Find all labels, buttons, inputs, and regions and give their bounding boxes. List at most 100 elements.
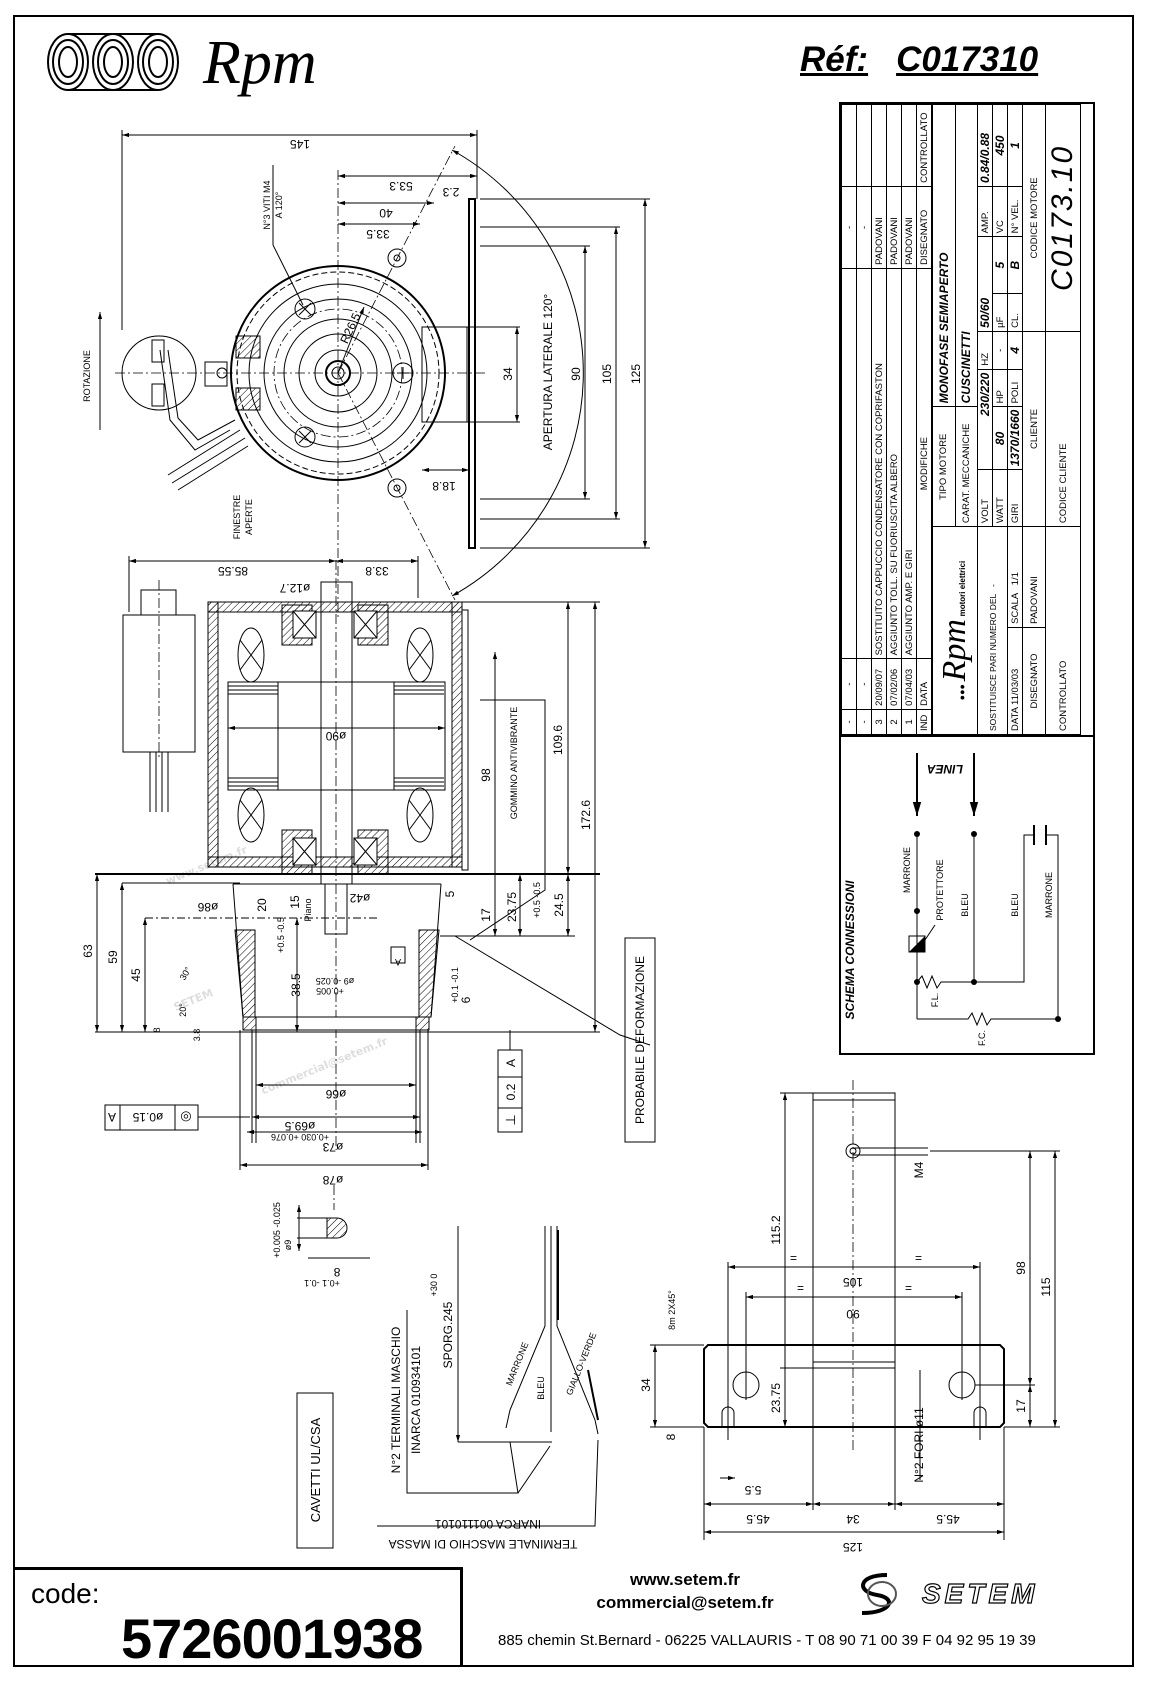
protector-label: PROTETTORE [935, 859, 945, 920]
field-title-block-codice-cliente-label: CODICE CLIENTE [1045, 331, 1081, 527]
dim-15: 15 [288, 895, 302, 909]
field-title-block-tipo-motore-value: MONOFASE SEMIAPERTO [932, 104, 955, 407]
revision-row: --- [856, 104, 872, 735]
dim-8: 8 [152, 1027, 162, 1032]
dim-34: 34 [501, 367, 515, 381]
dim-45: 45 [129, 968, 143, 982]
field-title-block-revisions-3-data: 07/02/06 [886, 658, 902, 710]
field-title-block-revisions-3-disegnato: PADOVANI [886, 186, 902, 269]
male-terminals-code: INARCA 010934101 [409, 1346, 423, 1454]
dim-98: 98 [479, 768, 493, 782]
field-title-block-volt-value: 230/220 [977, 369, 993, 470]
field-title-block-revisions-4-modifiche: AGGIUNTO AMP. E GIRI [901, 268, 917, 659]
screws-angle: A 120° [274, 191, 284, 218]
code-label: code: [31, 1578, 100, 1609]
cable-length: SPORG.245 [441, 1301, 455, 1368]
bracket-view: 115.2 105 90 = = = = 98 115 17 M4 34 8 8… [639, 1080, 1060, 1554]
dim-38-5: 38.5 [289, 973, 303, 997]
flat-label: Piano [303, 898, 313, 921]
field-title-block-vc-value: 450 [992, 104, 1008, 187]
field-title-block-nvel-label: N° VEL. [1007, 186, 1023, 237]
field-title-block-revisions-2-disegnato: PADOVANI [871, 186, 887, 269]
key-width: 8 [333, 1265, 340, 1279]
website-link[interactable]: www.setem.fr [630, 1570, 740, 1589]
dim-69-5-dia: ø69.5 [284, 1119, 315, 1133]
dim-90-dia: ø90 [325, 729, 346, 743]
dim-17: 17 [479, 908, 493, 922]
key-width-tol: +0.1 -0.1 [304, 1278, 340, 1288]
dim-105: 105 [843, 1275, 863, 1289]
field-title-block-revisions-4-disegnato: PADOVANI [901, 186, 917, 269]
probable-deformation: PROBABILE DEFORMAZIONE [633, 956, 647, 1124]
field-title-block-hz-value: 50/60 [977, 236, 993, 332]
perpendicularity-symbol: ⊥ [503, 1114, 518, 1125]
field-title-block-cliente-label: CLIENTE [1022, 331, 1046, 527]
dim-90: 90 [569, 367, 583, 381]
field-title-block-giri-value: 1370/1660 [1007, 406, 1023, 470]
dim-85-55: 85.55 [218, 564, 248, 578]
reference: Réf:C017310 [800, 40, 1066, 80]
screw-icon [392, 362, 414, 384]
dim-2-3: 2.3 [442, 185, 459, 199]
dim-63: 63 [81, 944, 95, 958]
field-title-block-headers-controllato: CONTROLLATO [916, 104, 932, 187]
cable-length-tol: +30 0 [429, 1274, 439, 1297]
open-windows-2: APERTE [244, 499, 254, 535]
company-address: 885 chemin St.Bernard - 06225 VALLAURIS … [498, 1632, 1036, 1649]
drawing-frame [13, 15, 1134, 1667]
field-title-block-logo-text: Rpm [936, 619, 973, 682]
dim-125: 125 [843, 1540, 863, 1554]
revision-row: --- [841, 104, 857, 735]
dim-172-6: 172.6 [579, 800, 593, 830]
field-title-block-hp-label: HP [992, 369, 1008, 407]
dim-8: 8 [664, 1433, 678, 1440]
brown-label-2: MARRONE [1044, 872, 1054, 918]
field-title-block-codice-motore-label: CODICE MOTORE [1022, 104, 1046, 332]
field-title-block-headers-disegnato: DISEGNATO [916, 186, 932, 269]
perpendicularity-value: 0.2 [504, 1083, 518, 1100]
dim-78-dia: ø78 [322, 1173, 343, 1187]
blue-label: BLEU [960, 893, 970, 917]
ground-terminal: TERMINALE MASCHIO DI MASSA [389, 1537, 578, 1551]
field-title-block-revisions-2-data: 20/09/07 [871, 658, 887, 710]
field-title-block-logo-sub: motori elettrici [958, 560, 967, 617]
dim-24-5: 24.5 [552, 893, 566, 917]
field-title-block-revisions-2-controllato [871, 104, 887, 187]
front-view: 145 53.3 40 33.5 2.3 34 90 105 125 18.8 … [82, 130, 650, 620]
dim-98: 98 [1014, 1261, 1028, 1275]
concentricity-datum: A [108, 1110, 116, 1124]
wire-blue: BLEU [536, 1376, 546, 1400]
screw-icon [294, 298, 316, 320]
dim-145: 145 [290, 137, 310, 151]
concentricity-value: ø0.15 [132, 1110, 163, 1124]
field-title-block-tipo-motore-label: TIPO MOTORE [932, 406, 955, 527]
field-title-block-nvel-value: 1 [1007, 104, 1023, 187]
field-title-block-hz-label: HZ [977, 331, 993, 370]
tol-38-5: +0.5 -0.5 [276, 917, 286, 953]
field-title-block-amp-label: AMP. [979, 211, 991, 234]
code-value: 5726001938 [121, 1607, 423, 1670]
dim-73-dia: ø73 [322, 1140, 343, 1154]
field-title-block-disegnato-label: DISEGNATO [1022, 627, 1046, 735]
dim-33-5: 33.5 [366, 227, 390, 241]
dim-34-width: 34 [846, 1512, 860, 1526]
dim-23-75: 23.75 [769, 1383, 783, 1413]
field-title-block-disegnato-value: PADOVANI [1022, 526, 1046, 628]
eq-1: = [790, 1251, 797, 1265]
field-title-block-giri-label: GIRI [1007, 469, 1023, 527]
field-title-block-revisions-4-controllato [901, 104, 917, 187]
dim-45-5-left: 45.5 [746, 1512, 770, 1526]
field-title-block-amp-value: 0.84/0.88 [977, 104, 993, 187]
field-title-block-headers-data: DATA [916, 658, 932, 710]
shaft-key-detail: ø9 +0.005 -0.025 8 +0.1 -0.1 [272, 1185, 370, 1288]
dim-105: 105 [600, 364, 614, 384]
setem-logo: SETEM [852, 1567, 1102, 1617]
watermark-email: commercial@setem.fr [259, 1034, 390, 1097]
dim-90: 90 [846, 1307, 860, 1321]
rpm-logo: Rpm [43, 28, 373, 100]
email-link[interactable]: commercial@setem.fr [596, 1593, 774, 1612]
